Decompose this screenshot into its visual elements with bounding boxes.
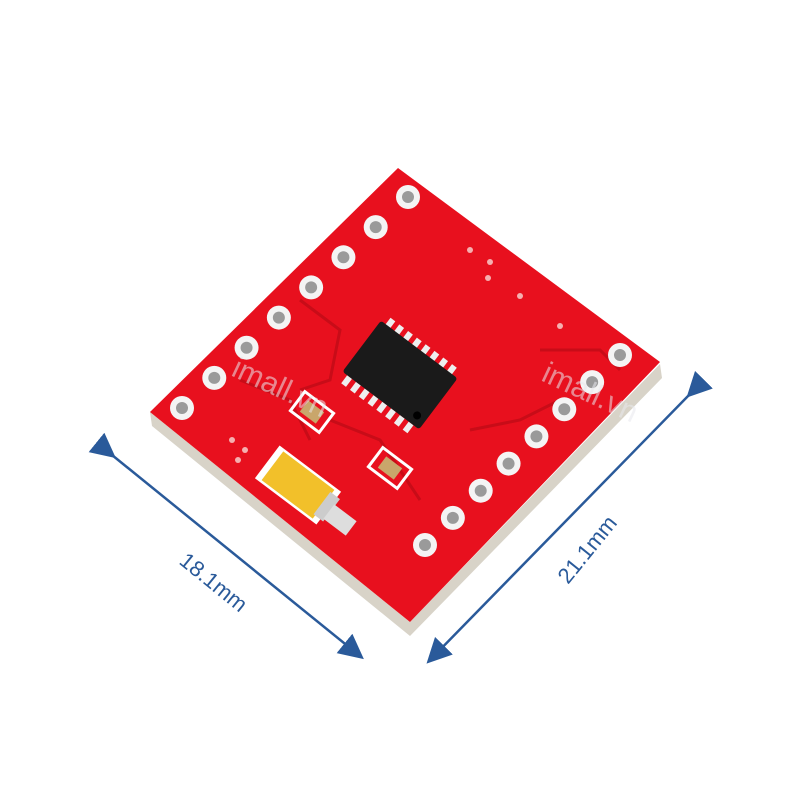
chip-pin: [393, 414, 405, 427]
header-pin-hole: [208, 371, 221, 384]
header-pin-hole: [530, 430, 543, 443]
header-pin-hole: [419, 539, 431, 551]
header-pin-hole: [614, 349, 626, 361]
length-dimension-arrow: [426, 370, 713, 664]
header-pin-hole: [474, 484, 487, 497]
chip-pin: [385, 408, 396, 420]
smd-capacitor: [288, 389, 336, 435]
chip-pin: [376, 401, 388, 414]
header-pin-hole: [369, 221, 382, 234]
chip-pin: [341, 375, 352, 387]
width-dimension-arrow: [88, 432, 364, 660]
left-header-pins: [170, 185, 420, 420]
header-pin-hole: [402, 191, 414, 203]
header-pin-hole: [272, 311, 285, 324]
header-pin-hole: [446, 511, 459, 524]
chip-pin: [349, 381, 361, 394]
chip-pin: [402, 421, 414, 434]
header-pin-hole: [240, 341, 253, 354]
chip-pin: [358, 388, 370, 401]
chip-pin: [367, 395, 379, 407]
header-pin-hole: [176, 402, 188, 414]
header-pin-hole: [502, 457, 515, 470]
header-pin-hole: [337, 251, 350, 264]
header-pin-hole: [558, 403, 571, 416]
length-label: 21.1mm: [552, 511, 621, 589]
header-pin-hole: [305, 281, 318, 294]
smd-capacitor: [366, 445, 414, 491]
